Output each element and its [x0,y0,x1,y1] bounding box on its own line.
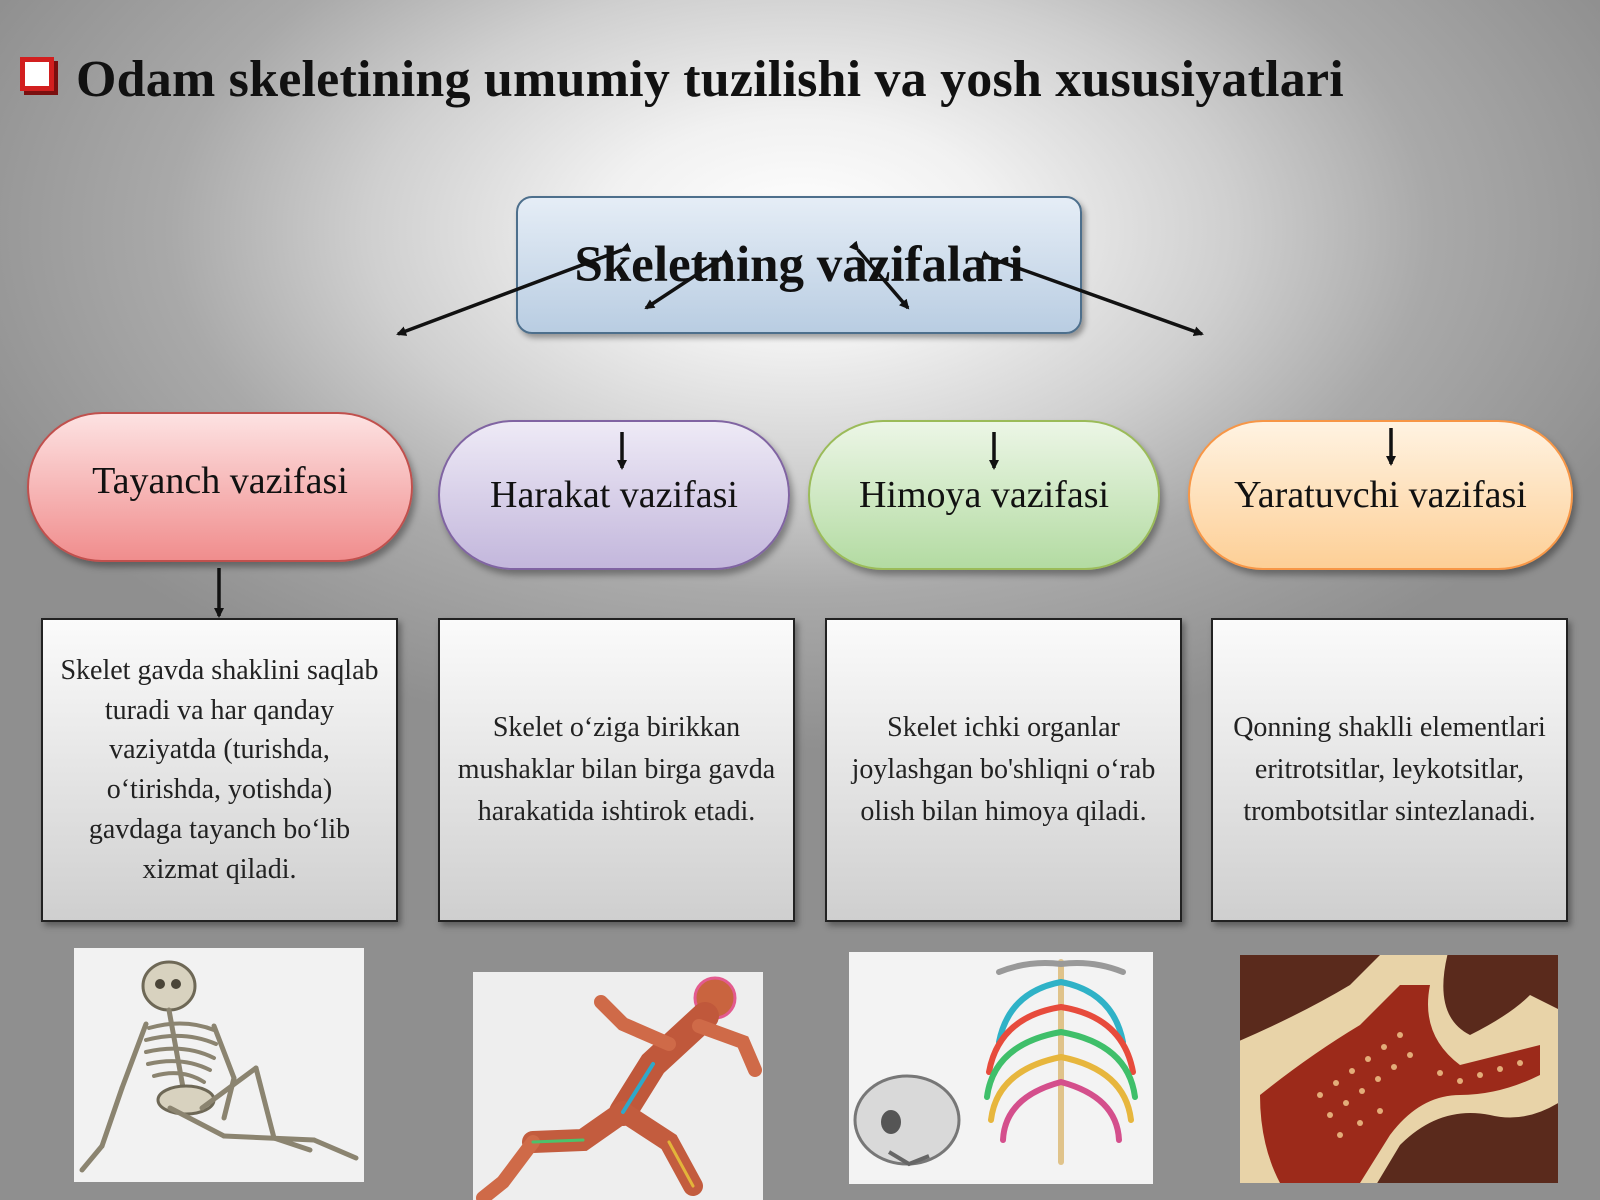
creative-description-card: Qonning shaklli elementlari eritrotsitla… [1211,618,1568,922]
motion-function-label: Harakat vazifasi [490,474,738,516]
motion-function-pill: Harakat vazifasi [438,420,790,570]
main-functions-box: Skeletning vazifalari [516,196,1082,334]
protection-description-card: Skelet ichki organlar joylashgan bo'shli… [825,618,1182,922]
creative-function-label: Yaratuvchi vazifasi [1234,474,1527,516]
support-function-label: Tayanch vazifasi [92,460,348,502]
skull-ribcage-image [849,952,1153,1184]
bullet-checkbox-icon [20,57,54,91]
protection-function-label: Himoya vazifasi [858,474,1110,516]
main-box-label: Skeletning vazifalari [574,237,1024,293]
motion-description: Skelet o‘ziga birikkan mushaklar bilan b… [457,712,776,827]
motion-description-card: Skelet o‘ziga birikkan mushaklar bilan b… [438,618,795,922]
support-description-card: Skelet gavda shaklini saqlab turadi va h… [41,618,398,922]
bone-marrow-image [1240,955,1558,1183]
support-function-pill: Tayanch vazifasi [27,412,413,562]
creative-function-pill: Yaratuvchi vazifasi [1188,420,1573,570]
creative-description: Qonning shaklli elementlari eritrotsitla… [1233,712,1546,827]
support-description: Skelet gavda shaklini saqlab turadi va h… [60,654,379,885]
protection-function-pill: Himoya vazifasi [808,420,1160,570]
protection-description: Skelet ichki organlar joylashgan bo'shli… [851,712,1156,827]
seated-skeleton-image [74,948,364,1182]
running-figure-image [473,972,763,1200]
slide-title: Odam skeletining umumiy tuzilishi va yos… [76,51,1344,108]
